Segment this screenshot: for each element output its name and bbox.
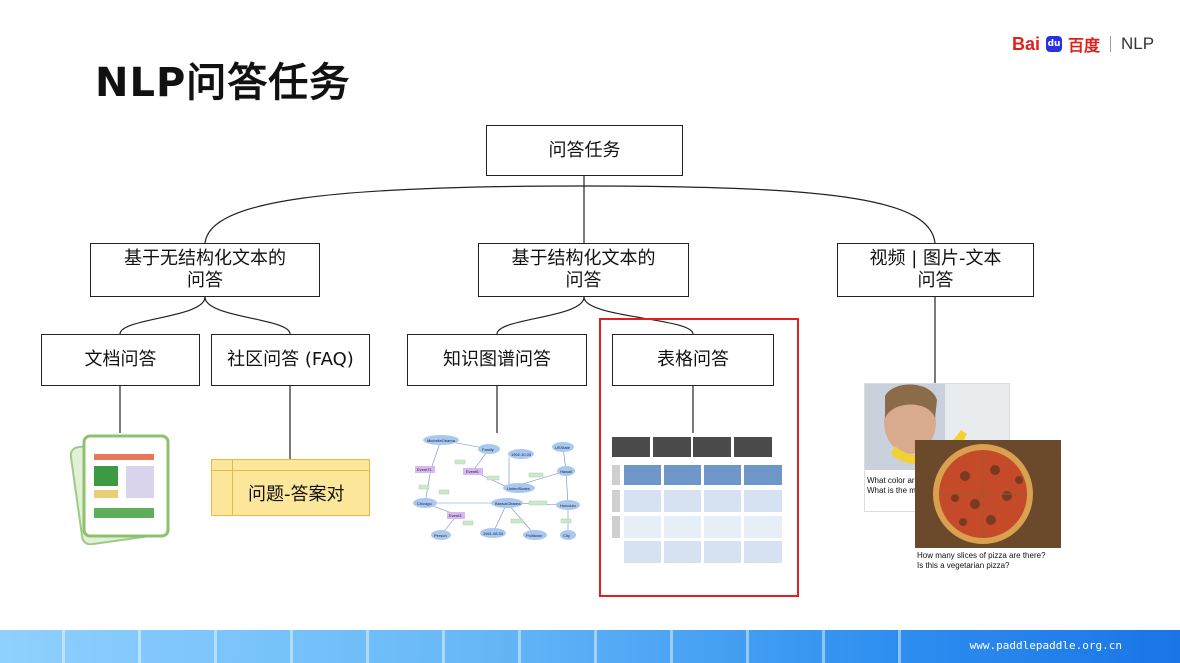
footer-stripe xyxy=(214,630,217,663)
kg-node-3: USState xyxy=(555,445,571,450)
kg-node-13: 1961.08.04 xyxy=(483,531,504,536)
footer-stripe xyxy=(518,630,521,663)
logo-divider xyxy=(1110,36,1112,52)
kg-node-7: Hawaii xyxy=(560,469,572,474)
branch-multimodal-qa: 视频 | 图片-文本 问答 xyxy=(837,243,1034,297)
image-qa-2-question-1: How many slices of pizza are there? xyxy=(917,551,1046,560)
table-illustration xyxy=(612,437,782,563)
logo-bai: Bai xyxy=(1012,33,1041,54)
kg-node-2: 1992.10.03 xyxy=(511,452,532,457)
footer-stripe xyxy=(898,630,901,663)
faq-card-header xyxy=(212,460,369,471)
faq-card-column xyxy=(232,460,233,515)
logo-product: NLP xyxy=(1121,34,1155,53)
leaf-table-qa: 表格问答 xyxy=(612,334,774,386)
image-qa-1-question-1: What color are h xyxy=(867,476,926,485)
footer-bar: www.paddlepaddle.org.cn xyxy=(0,630,1180,663)
kg-node-4: Event71 xyxy=(417,467,432,472)
connector-unstruct-faq xyxy=(204,296,291,335)
footer-stripe xyxy=(62,630,65,663)
footer-stripe xyxy=(290,630,293,663)
kg-node-9: BarackObama xyxy=(495,501,521,506)
root-node: 问答任务 xyxy=(486,125,683,176)
faq-card: 问题-答案对 xyxy=(211,459,370,516)
connector-struct-kg xyxy=(496,296,585,335)
leaf-community-qa: 社区问答 (FAQ) xyxy=(211,334,370,386)
kg-node-12: Person xyxy=(434,533,447,538)
footer-stripe xyxy=(138,630,141,663)
kg-node-1: Family xyxy=(482,447,494,452)
baidu-nlp-logo: Bai du 百度 NLP xyxy=(1012,33,1155,56)
connector-unstruct-doc xyxy=(119,296,206,335)
footer-stripe xyxy=(442,630,445,663)
connector-root-left xyxy=(204,185,585,244)
kg-node-10: Honolulu xyxy=(560,503,576,508)
footer-stripe xyxy=(746,630,749,663)
logo-cn: 百度 xyxy=(1068,36,1101,55)
footer-stripe xyxy=(670,630,673,663)
image-qa-2-question-2: Is this a vegetarian pizza? xyxy=(917,561,1010,570)
connector-struct-table xyxy=(583,296,694,335)
kg-node-15: City xyxy=(563,533,570,538)
page-title: NLP问答任务 xyxy=(95,60,351,106)
paw-icon: du xyxy=(1046,36,1063,52)
kg-node-8: Chicago xyxy=(417,501,432,506)
branch-unstructured-qa: 基于无结构化文本的 问答 xyxy=(90,243,320,297)
branch-structured-qa: 基于结构化文本的 问答 xyxy=(478,243,689,297)
kg-node-11: Event3 xyxy=(449,513,462,518)
kg-node-14: Politician xyxy=(526,533,542,538)
footer-stripe xyxy=(822,630,825,663)
footer-url: www.paddlepaddle.org.cn xyxy=(969,639,1122,652)
footer-stripe xyxy=(366,630,369,663)
document-icon xyxy=(69,434,170,545)
connector-root-right xyxy=(583,185,936,244)
image-qa-1-question-2: What is the must xyxy=(867,486,927,495)
kg-node-5: Event6 xyxy=(466,469,479,474)
faq-card-text: 问题-答案对 xyxy=(248,484,345,505)
image-qa-photo-2: How many slices of pizza are there? Is t… xyxy=(915,440,1061,571)
kg-node-0: MichelleObama xyxy=(427,438,456,443)
kg-node-6: UnitedStates xyxy=(507,486,530,491)
table-qa-highlight-frame xyxy=(599,318,799,597)
leaf-kg-qa: 知识图谱问答 xyxy=(407,334,587,386)
footer-stripe xyxy=(594,630,597,663)
pizza-image xyxy=(915,440,1061,548)
leaf-document-qa: 文档问答 xyxy=(41,334,200,386)
knowledge-graph-illustration: MichelleObama Family 1992.10.03 USState … xyxy=(413,435,580,540)
